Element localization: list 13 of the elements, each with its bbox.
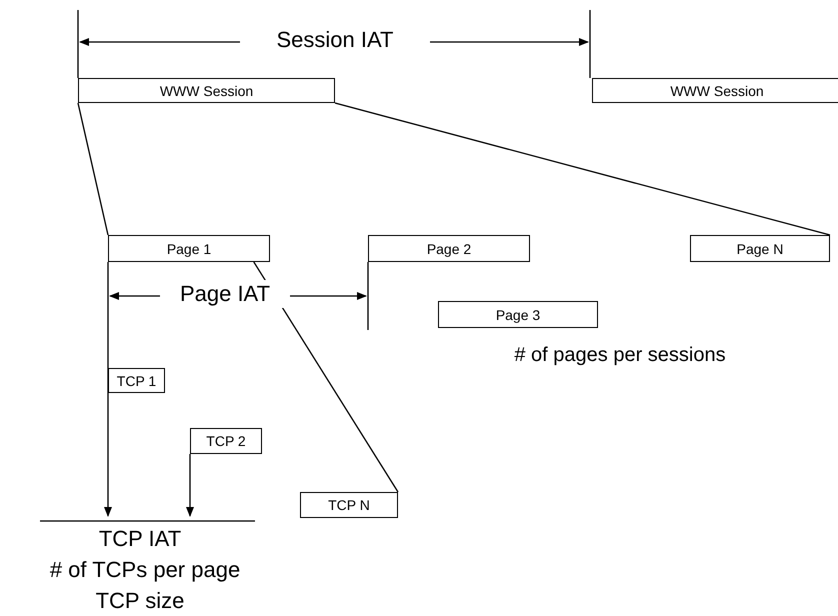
labeled-box: TCP 2 — [190, 428, 262, 454]
labeled-box: WWW Session — [78, 78, 335, 103]
labeled-box: Page 1 — [108, 235, 270, 262]
labeled-box: Page 3 — [438, 301, 598, 328]
zoom-line — [334, 102, 830, 236]
labeled-box: Page 2 — [368, 235, 530, 262]
labeled-box: WWW Session — [592, 78, 838, 103]
labeled-box: Page N — [690, 235, 830, 262]
text-label: Page IAT — [160, 280, 290, 308]
zoom-line — [77, 102, 109, 236]
labeled-box: TCP 1 — [108, 368, 165, 393]
zoom-line — [253, 262, 399, 492]
labeled-box: TCP N — [300, 492, 398, 518]
